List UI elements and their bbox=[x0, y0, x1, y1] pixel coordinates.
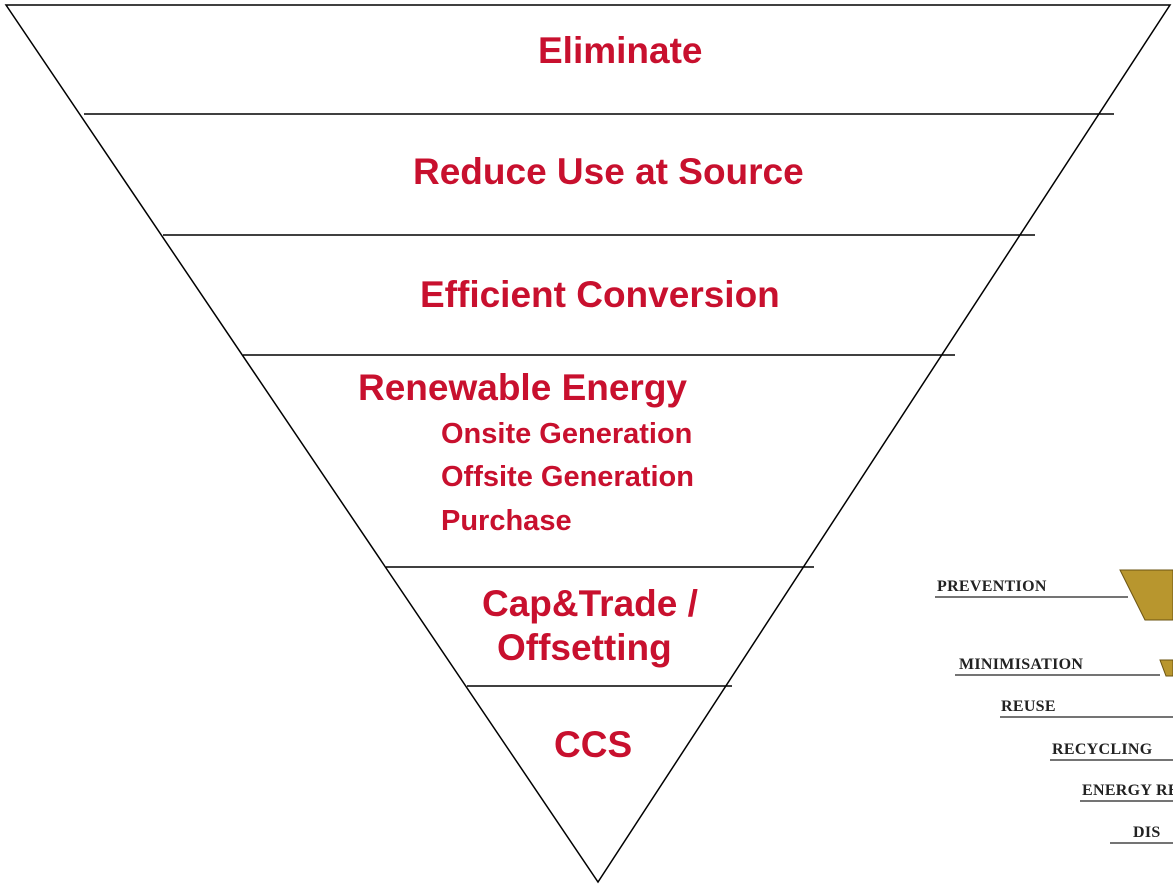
level-cap-trade-line1: Cap&Trade / bbox=[482, 583, 698, 624]
waste-disposal: DIS bbox=[1133, 824, 1161, 841]
waste-prevention: PREVENTION bbox=[937, 578, 1047, 595]
level-ccs: CCS bbox=[554, 724, 633, 765]
inverted-triangle bbox=[4, 4, 1172, 884]
sub-purchase: Purchase bbox=[441, 505, 572, 537]
waste-reuse: REUSE bbox=[1001, 698, 1056, 715]
waste-wedge-top bbox=[1119, 569, 1173, 621]
waste-energy-recovery: ENERGY RE bbox=[1082, 782, 1173, 799]
sub-offsite-generation: Offsite Generation bbox=[441, 461, 694, 493]
level-renewable-energy: Renewable Energy bbox=[358, 367, 688, 408]
sub-onsite-generation: Onsite Generation bbox=[441, 418, 693, 450]
waste-minimisation: MINIMISATION bbox=[959, 656, 1084, 673]
level-cap-trade-line2: Offsetting bbox=[497, 627, 672, 668]
waste-wedge-mid bbox=[1159, 659, 1173, 677]
level-efficient-conversion: Efficient Conversion bbox=[420, 274, 780, 315]
level-reduce-use-at-source: Reduce Use at Source bbox=[413, 151, 804, 192]
waste-recycling: RECYCLING bbox=[1052, 741, 1153, 758]
level-eliminate: Eliminate bbox=[538, 30, 703, 71]
